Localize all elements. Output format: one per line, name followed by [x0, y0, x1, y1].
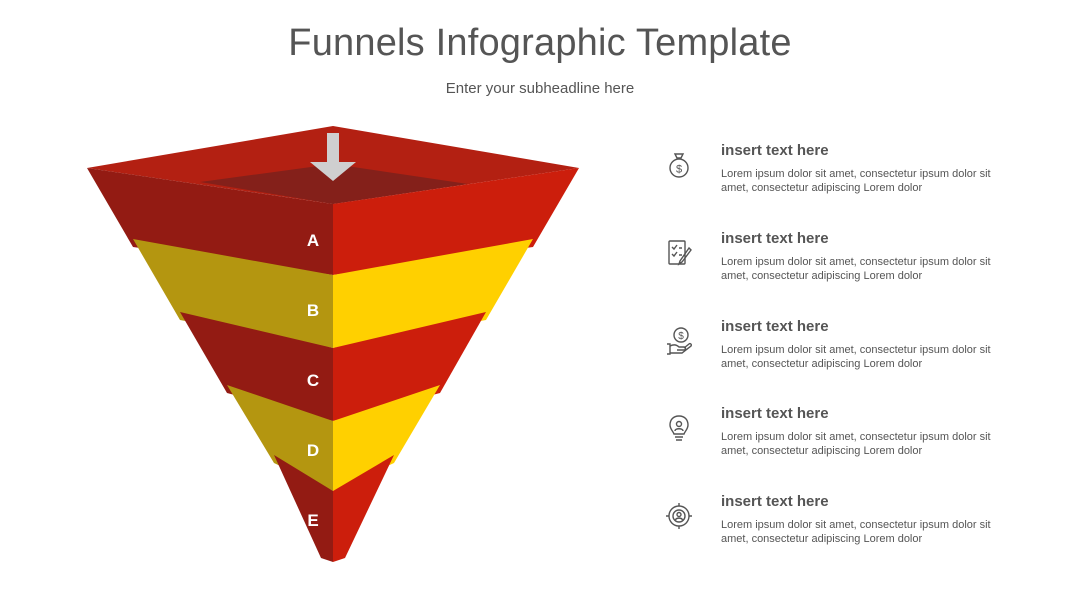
funnel-stage-b-left: [133, 239, 333, 348]
item-heading: insert text here: [721, 493, 829, 510]
list-item: insert text here Lorem ipsum dolor sit a…: [660, 403, 1000, 473]
down-arrow-icon: [310, 133, 356, 181]
item-heading: insert text here: [721, 318, 829, 335]
list-item: insert text here Lorem ipsum dolor sit a…: [660, 491, 1000, 561]
funnel-stage-label: C: [307, 371, 319, 390]
funnel-opening: [200, 164, 468, 204]
money-bag-icon: $: [669, 153, 689, 178]
funnel-stage-e-right: [333, 455, 394, 562]
funnel-diagram: A B C D E: [87, 126, 579, 562]
funnel-stage-label: A: [307, 231, 319, 250]
funnel-stage-label: B: [307, 301, 319, 320]
item-body: Lorem ipsum dolor sit amet, consectetur …: [721, 344, 991, 370]
funnel-stage-d-left: [227, 385, 333, 491]
funnel-stage-label: D: [307, 441, 319, 460]
checklist-pen-icon: [668, 240, 692, 266]
funnel-stage-b-right: [333, 239, 533, 348]
list-item: $ insert text here Lorem ipsum dolor sit…: [660, 140, 1000, 210]
item-body: Lorem ipsum dolor sit amet, consectetur …: [721, 256, 991, 282]
lightbulb-person-icon: [669, 415, 689, 441]
item-heading: insert text here: [721, 142, 829, 159]
item-heading: insert text here: [721, 230, 829, 247]
target-person-icon: [666, 503, 692, 529]
funnel-stage-c-right: [333, 312, 486, 421]
item-body: Lorem ipsum dolor sit amet, consectetur …: [721, 168, 991, 194]
funnel-stage-c-left: [180, 312, 333, 421]
page-subtitle: Enter your subheadline here: [445, 80, 635, 97]
item-body: Lorem ipsum dolor sit amet, consectetur …: [721, 519, 991, 545]
list-item: $ insert text here Lorem ipsum dolor sit…: [660, 316, 1000, 386]
item-body: Lorem ipsum dolor sit amet, consectetur …: [721, 431, 991, 457]
item-heading: insert text here: [721, 405, 829, 422]
hand-coin-icon: $: [667, 327, 692, 355]
svg-text:$: $: [678, 331, 684, 342]
funnel-stage-e-left: [274, 455, 333, 562]
list-item: insert text here Lorem ipsum dolor sit a…: [660, 228, 1000, 298]
funnel-stage-d-right: [333, 385, 440, 491]
funnel-stage-label: E: [307, 511, 318, 530]
page-title: Funnels Infographic Template: [288, 22, 792, 64]
svg-text:$: $: [676, 164, 682, 176]
